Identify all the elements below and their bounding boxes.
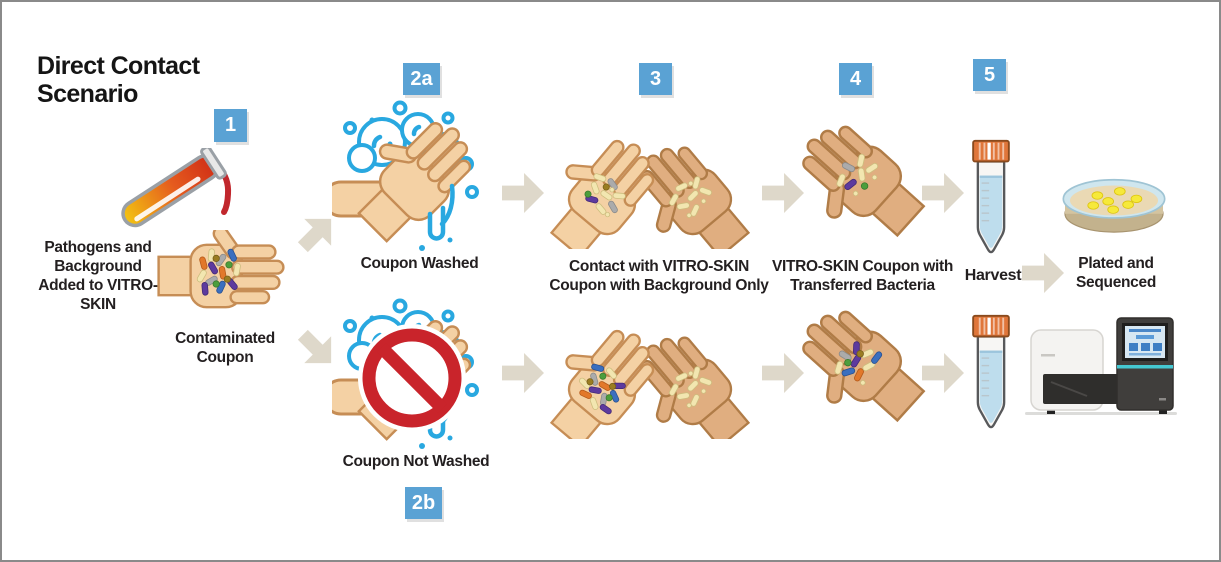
- flow-arrow-icon: [762, 353, 804, 393]
- flow-arrow-icon: [502, 353, 544, 393]
- step-badge-1: 1: [214, 109, 247, 142]
- no-washing-icon: [332, 296, 494, 454]
- flow-arrow-icon: [1022, 253, 1064, 293]
- coupon-washed-label: Coupon Washed: [360, 255, 479, 272]
- flow-arrow-icon: [922, 173, 964, 213]
- sequencer-icon: [1025, 317, 1177, 415]
- prohibition-sign-icon: [358, 324, 466, 432]
- falcon-tube-icon: [972, 139, 1010, 254]
- harvest-label: Harvest: [964, 267, 1022, 284]
- hands-contact-icon: [542, 311, 757, 439]
- step-badge-2a: 2a: [403, 63, 440, 95]
- pathogens-label: Pathogens and Background Added to VITRO-…: [38, 239, 158, 313]
- page-title: Direct Contact Scenario: [37, 52, 200, 108]
- contact-background-label: Contact with VITRO-SKIN Coupon with Back…: [549, 258, 769, 294]
- step-badge-4: 4: [839, 63, 872, 95]
- hand-washing-icon: [332, 98, 494, 256]
- test-tube-pour-icon: [121, 148, 232, 228]
- contaminated-hand-icon: [157, 230, 285, 309]
- petri-dish-icon: [1062, 178, 1166, 233]
- step-badge-3: 3: [639, 63, 672, 95]
- transferred-hand-icon: [799, 303, 934, 440]
- hands-contact-icon: [542, 121, 757, 249]
- coupon-not-washed-label: Coupon Not Washed: [342, 453, 490, 470]
- transferred-hand-icon: [799, 118, 934, 255]
- plated-sequenced-label: Plated and Sequenced: [1076, 255, 1156, 291]
- step-badge-5: 5: [973, 59, 1006, 91]
- flow-arrow-icon: [922, 353, 964, 393]
- step-badge-2b: 2b: [405, 487, 442, 519]
- falcon-tube-icon: [972, 314, 1010, 429]
- flow-arrow-icon: [502, 173, 544, 213]
- flow-arrow-icon: [762, 173, 804, 213]
- contaminated-coupon-label: Contaminated Coupon: [175, 330, 275, 366]
- transferred-bacteria-label: VITRO-SKIN Coupon with Transferred Bacte…: [771, 258, 954, 294]
